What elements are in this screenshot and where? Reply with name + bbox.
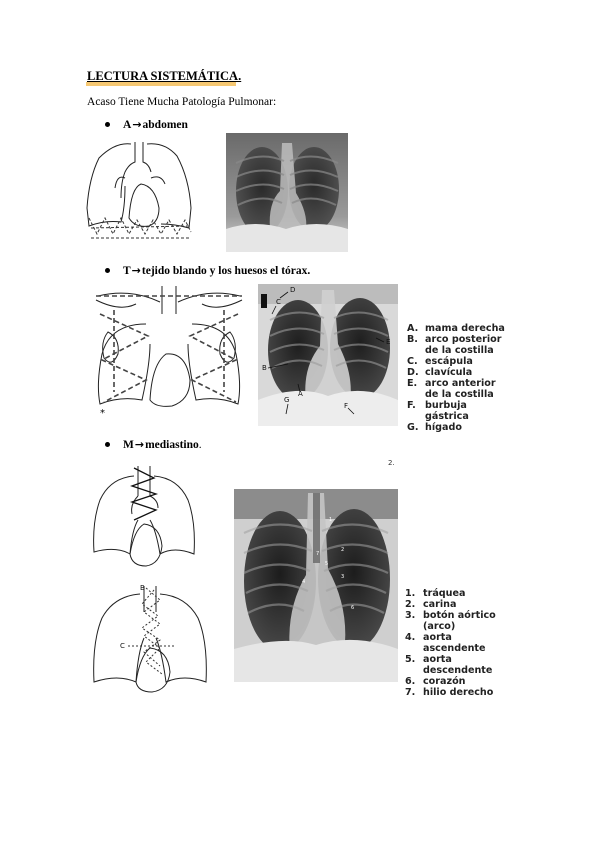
star-marker: *	[100, 408, 105, 419]
legend-value: botón aórtico (arco)	[423, 610, 496, 632]
thorax-bones-diagram: *	[95, 286, 243, 419]
chest-xray-a	[226, 133, 348, 252]
legend-key: D.	[407, 367, 419, 378]
section-letter: M	[123, 438, 134, 451]
xray-label-7: 7	[316, 551, 319, 557]
legend-item: 3. botón aórtico (arco)	[405, 610, 505, 632]
section-a-heading: A→ abdomen	[105, 118, 188, 131]
legend-value: clavícula	[425, 367, 473, 378]
subtitle-rest: atología	[188, 96, 229, 108]
xray-label-e: E	[386, 338, 390, 346]
legend-key: C.	[407, 356, 418, 367]
subtitle-initial: P	[228, 96, 235, 108]
legend-item: F. burbuja gástrica	[407, 400, 507, 422]
legend-item: C. escápula	[407, 356, 507, 367]
legend-key: 4.	[405, 632, 416, 643]
bullet-icon	[105, 442, 110, 447]
legend-item: A. mama derecha	[407, 323, 507, 334]
legend-value: hígado	[425, 422, 462, 433]
section-m-heading: M→ mediastino.	[105, 438, 202, 451]
legend-item: 6. corazón	[405, 676, 505, 687]
xray-label-1: 1	[329, 517, 332, 523]
legend-key: 5.	[405, 654, 416, 665]
legend-item: G. hígado	[407, 422, 507, 433]
subtitle-rest: caso	[95, 96, 119, 108]
subtitle: Acaso Tiene Mucha Patología Pulmonar:	[87, 96, 276, 108]
diagram-label-b: B	[140, 584, 145, 592]
legend-thorax: A. mama derecha B. arco posterior de la co…	[407, 323, 507, 433]
legend-item: 2. carina	[405, 599, 505, 610]
subtitle-initial: P	[181, 96, 189, 108]
arrow-right-icon: →	[134, 438, 145, 451]
section-letter: A	[123, 118, 132, 131]
section-letter: T	[123, 264, 131, 277]
xray-label-g: G	[284, 396, 289, 404]
legend-value: escápula	[425, 356, 473, 367]
legend-value: tráquea	[423, 588, 466, 599]
legend-key: 2.	[405, 599, 416, 610]
section-text-period: .	[198, 438, 202, 451]
xray-label-b: B	[262, 364, 267, 372]
subtitle-rest: ulmonar:	[234, 96, 277, 108]
legend-key: 1.	[405, 588, 416, 599]
subtitle-initial: T	[118, 96, 126, 108]
diagram-label-c: C	[120, 642, 125, 650]
section-text: tejido blando y los huesos el tórax.	[141, 264, 311, 277]
xray-label-6: 6	[351, 605, 354, 611]
xray-label-5: 5	[325, 561, 328, 567]
legend-item: 1. tráquea	[405, 588, 505, 599]
arrow-right-icon: →	[132, 118, 142, 131]
legend-item: B. arco posterior de la costilla	[407, 334, 507, 356]
xray-label-f: F	[344, 402, 348, 410]
legend-value: aorta ascendente	[423, 632, 486, 654]
legend-key: B.	[407, 334, 418, 345]
legend-key: 3.	[405, 610, 416, 621]
legend-item: E. arco anterior de la costilla	[407, 378, 507, 400]
xray-label-c: C	[276, 298, 281, 306]
legend-value: carina	[423, 599, 457, 610]
xray-label-2: 2	[341, 547, 344, 553]
section-t-heading: T→ tejido blando y los huesos el tórax.	[105, 264, 310, 277]
legend-value: aorta descendente	[423, 654, 493, 676]
legend-key: F.	[407, 400, 416, 411]
legend-key: 6.	[405, 676, 416, 687]
bullet-icon	[105, 122, 110, 127]
mediastinum-diagram-top	[93, 466, 195, 567]
legend-key: 7.	[405, 687, 416, 698]
legend-value: arco posterior de la costilla	[425, 334, 502, 356]
title-highlight	[86, 82, 236, 86]
mediastinum-diagram-bottom: B C	[93, 584, 207, 693]
legend-value: burbuja gástrica	[425, 400, 469, 422]
section-text: abdomen	[142, 118, 188, 131]
legend-mediastinum: 1. tráquea 2. carina 3. botón aórtico (arco…	[405, 588, 505, 698]
legend-value: mama derecha	[425, 323, 505, 334]
corner-mark: 2.	[388, 459, 395, 467]
legend-value: hilio derecho	[423, 687, 494, 698]
xray-label-3: 3	[341, 574, 344, 580]
subtitle-rest: ucha	[157, 96, 182, 108]
arrow-right-icon: →	[131, 264, 141, 277]
legend-value: arco anterior de la costilla	[425, 378, 496, 400]
legend-item: 7. hilio derecho	[405, 687, 505, 698]
xray-label-a: A	[298, 390, 303, 398]
chest-xray-m: 1 2 3 4 5 6 7	[234, 489, 398, 682]
legend-item: 4. aorta ascendente	[405, 632, 505, 654]
legend-item: 5. aorta descendente	[405, 654, 505, 676]
legend-value: corazón	[423, 676, 466, 687]
legend-key: G.	[407, 422, 419, 433]
legend-item: D. clavícula	[407, 367, 507, 378]
legend-key: A.	[407, 323, 419, 334]
page-title: LECTURA SISTEMÁTICA.	[87, 69, 242, 83]
subtitle-initial: A	[87, 96, 96, 108]
section-text: mediastino	[145, 438, 199, 451]
bullet-icon	[105, 268, 110, 273]
legend-key: E.	[407, 378, 418, 389]
xray-label-4: 4	[302, 579, 305, 585]
xray-label-d: D	[290, 286, 295, 294]
abdomen-diagram	[86, 142, 192, 239]
subtitle-initial: M	[147, 96, 158, 108]
subtitle-rest: iene	[125, 96, 148, 108]
chest-xray-t: D C E B A G F	[258, 284, 398, 426]
